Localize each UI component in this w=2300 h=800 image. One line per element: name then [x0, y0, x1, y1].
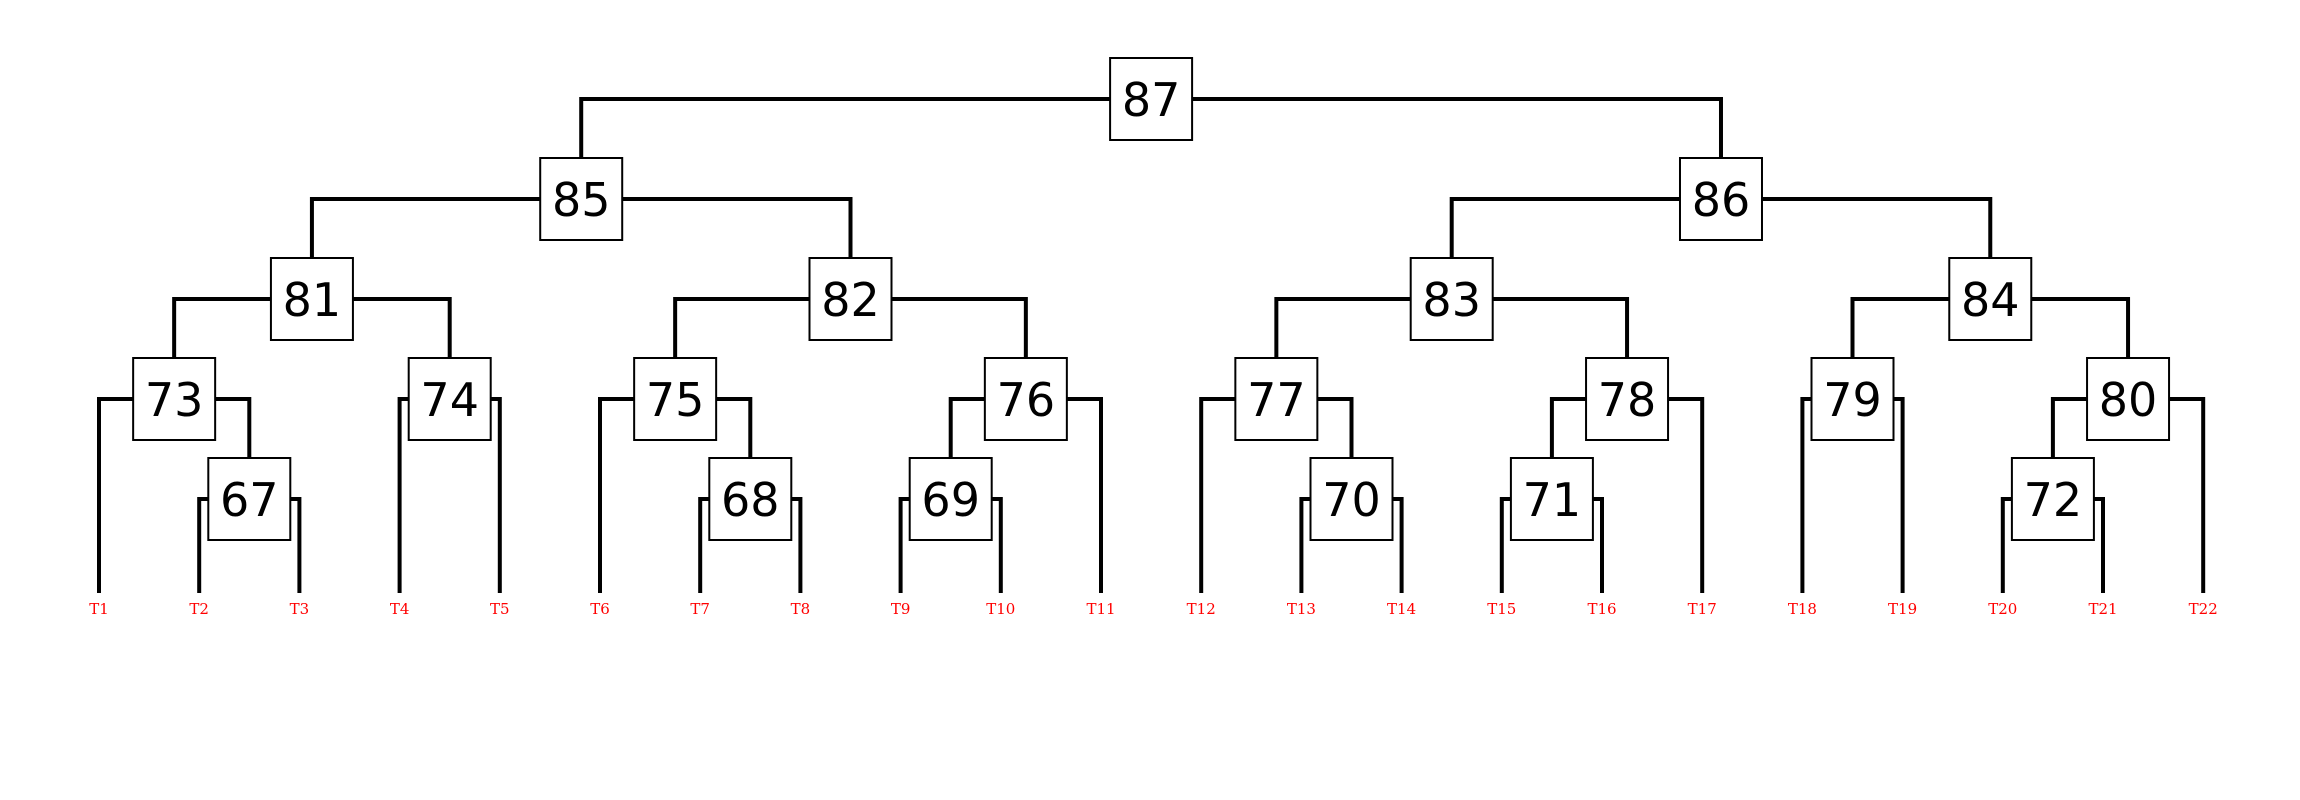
link-87-86 — [1149, 97, 1723, 201]
leaf-label-t3: T3 — [290, 600, 310, 618]
node-box — [1234, 357, 1319, 441]
node-83: 83 — [1409, 257, 1494, 341]
node-label: 72 — [2024, 473, 2083, 527]
node-label: 83 — [1422, 273, 1481, 327]
leaf-label-t15: T15 — [1487, 600, 1516, 618]
node-box — [708, 457, 793, 541]
node-label: 87 — [1122, 73, 1181, 127]
node-76: 76 — [983, 357, 1068, 441]
leaf-label-t17: T17 — [1688, 600, 1717, 618]
node-box — [983, 357, 1068, 441]
tree-links — [97, 97, 2206, 593]
node-68: 68 — [708, 457, 793, 541]
node-box — [2086, 357, 2171, 441]
leaf-label-t21: T21 — [2088, 600, 2117, 618]
node-box — [1109, 57, 1194, 141]
node-label: 69 — [921, 473, 980, 527]
node-label: 70 — [1322, 473, 1381, 527]
node-box — [1309, 457, 1394, 541]
node-78: 78 — [1585, 357, 1670, 441]
node-label: 85 — [552, 173, 611, 227]
node-77: 77 — [1234, 357, 1319, 441]
node-label: 77 — [1247, 373, 1306, 427]
leaf-label-t6: T6 — [590, 600, 610, 618]
node-box — [207, 457, 292, 541]
leaf-label-t20: T20 — [1988, 600, 2017, 618]
node-box — [1409, 257, 1494, 341]
node-box — [1678, 157, 1763, 241]
node-box — [407, 357, 492, 441]
node-box — [1509, 457, 1594, 541]
leaf-label-t13: T13 — [1287, 600, 1316, 618]
node-80: 80 — [2086, 357, 2171, 441]
leaf-label-t9: T9 — [891, 600, 911, 618]
leaf-label-t7: T7 — [690, 600, 710, 618]
node-label: 68 — [721, 473, 780, 527]
node-label: 74 — [420, 373, 479, 427]
node-box — [1810, 357, 1895, 441]
node-87: 87 — [1109, 57, 1194, 141]
node-box — [633, 357, 718, 441]
leaf-labels: T1 T2 T3 T4 T5 T6 T7 T8 T9 T10 T11 T12 T13 T14 T15 T16 T… — [89, 600, 2218, 618]
node-71: 71 — [1509, 457, 1594, 541]
node-82: 82 — [808, 257, 893, 341]
node-label: 81 — [283, 273, 342, 327]
node-73: 73 — [132, 357, 217, 441]
leaf-label-t16: T16 — [1587, 600, 1616, 618]
node-label: 82 — [821, 273, 880, 327]
node-label: 79 — [1823, 373, 1882, 427]
node-label: 80 — [2099, 373, 2158, 427]
leaf-label-t4: T4 — [390, 600, 410, 618]
node-75: 75 — [633, 357, 718, 441]
node-label: 71 — [1523, 473, 1582, 527]
node-label: 78 — [1598, 373, 1657, 427]
node-label: 76 — [997, 373, 1056, 427]
node-box — [269, 257, 354, 341]
node-box — [1585, 357, 1670, 441]
node-label: 86 — [1692, 173, 1751, 227]
leaf-label-t10: T10 — [986, 600, 1015, 618]
leaf-label-t22: T22 — [2189, 600, 2218, 618]
node-label: 67 — [220, 473, 279, 527]
node-85: 85 — [539, 157, 624, 241]
node-81: 81 — [269, 257, 354, 341]
node-79: 79 — [1810, 357, 1895, 441]
node-box — [808, 257, 893, 341]
tree-nodes: 87 85 86 81 82 83 84 73 67 74 75 68 76 69 77 70 78 71 79 80… — [132, 57, 2171, 541]
leaf-label-t5: T5 — [490, 600, 510, 618]
node-box — [539, 157, 624, 241]
leaf-label-t11: T11 — [1086, 600, 1115, 618]
leaf-label-t2: T2 — [189, 600, 209, 618]
leaf-label-t18: T18 — [1788, 600, 1817, 618]
node-84: 84 — [1948, 257, 2033, 341]
node-69: 69 — [908, 457, 993, 541]
leaf-label-t14: T14 — [1387, 600, 1416, 618]
node-72: 72 — [2010, 457, 2095, 541]
node-label: 73 — [145, 373, 204, 427]
node-label: 75 — [646, 373, 705, 427]
leaf-label-t12: T12 — [1187, 600, 1216, 618]
node-box — [132, 357, 217, 441]
node-box — [1948, 257, 2033, 341]
node-67: 67 — [207, 457, 292, 541]
node-box — [2010, 457, 2095, 541]
node-74: 74 — [407, 357, 492, 441]
leaf-label-t19: T19 — [1888, 600, 1917, 618]
node-label: 84 — [1961, 273, 2020, 327]
leaf-label-t8: T8 — [791, 600, 811, 618]
leaf-label-t1: T1 — [89, 600, 109, 618]
node-86: 86 — [1678, 157, 1763, 241]
node-70: 70 — [1309, 457, 1394, 541]
link-87-85 — [579, 97, 1154, 201]
node-box — [908, 457, 993, 541]
